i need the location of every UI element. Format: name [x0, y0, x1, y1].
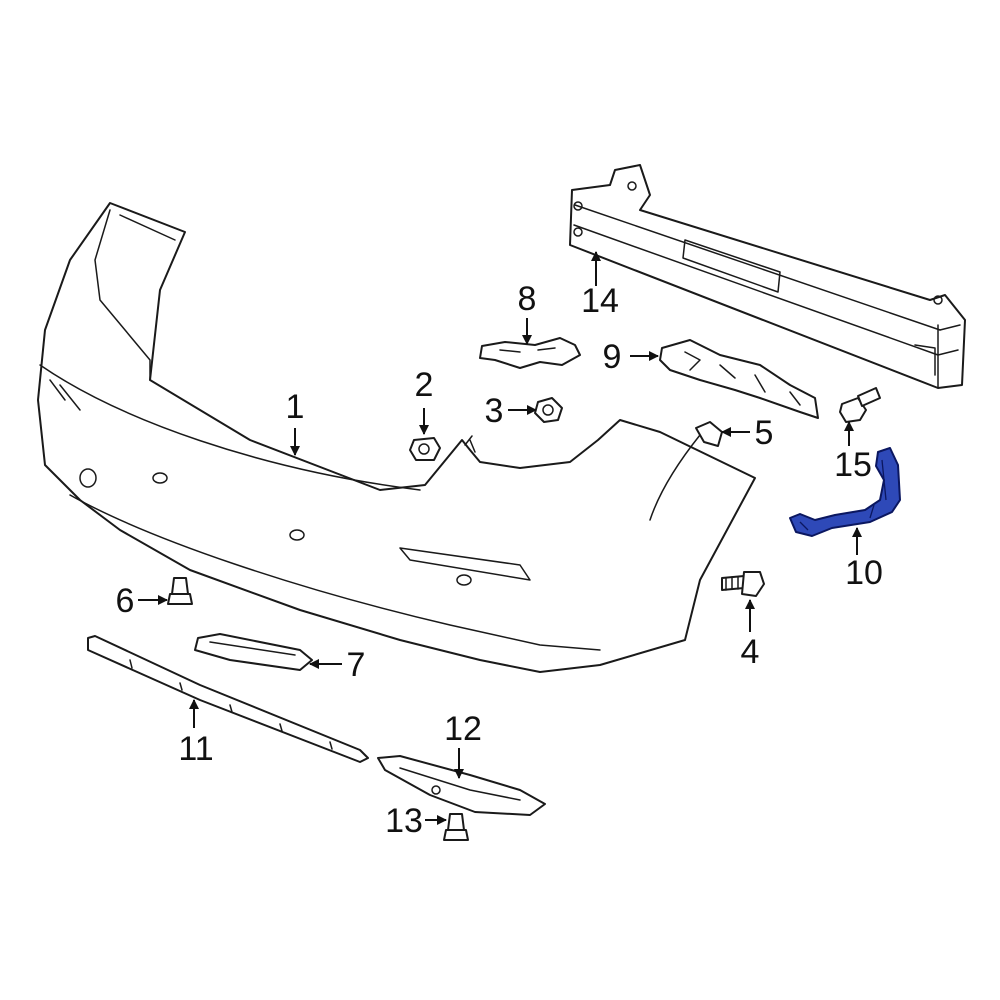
callout-5-number: 5 — [755, 414, 774, 452]
highlighted-bracket-part — [789, 447, 901, 537]
callout-4-number: 4 — [741, 633, 760, 671]
bolt-4-part — [721, 571, 765, 597]
callout-15-number: 15 — [834, 446, 872, 484]
lower-garnish-part — [377, 755, 546, 816]
reinforcement-beam-part — [569, 164, 966, 389]
callout-7-number: 7 — [347, 646, 366, 684]
callout-10-number: 10 — [845, 554, 883, 592]
lower-strip-part — [87, 635, 369, 763]
grommet-13-part — [443, 813, 469, 841]
side-bracket-part — [659, 339, 819, 419]
bumper-cover-part — [37, 202, 756, 673]
callout-12-number: 12 — [444, 710, 482, 748]
callout-14-number: 14 — [581, 282, 619, 320]
callout-9-number: 9 — [603, 338, 622, 376]
callout-11-number: 11 — [178, 730, 213, 768]
grommet-6-part — [167, 577, 193, 605]
push-rivet-2-part — [409, 437, 441, 461]
callout-2-number: 2 — [415, 366, 434, 404]
callout-6-number: 6 — [116, 582, 135, 620]
upper-bracket-part — [479, 337, 581, 369]
nut-3-part — [534, 397, 563, 423]
callout-3-number: 3 — [485, 392, 504, 430]
callout-8-number: 8 — [518, 280, 537, 318]
callout-13-number: 13 — [385, 802, 423, 840]
clip-5-part — [695, 421, 723, 447]
bolt-15-part — [839, 387, 881, 423]
reflector-part — [194, 633, 313, 671]
callout-1-number: 1 — [286, 388, 305, 426]
